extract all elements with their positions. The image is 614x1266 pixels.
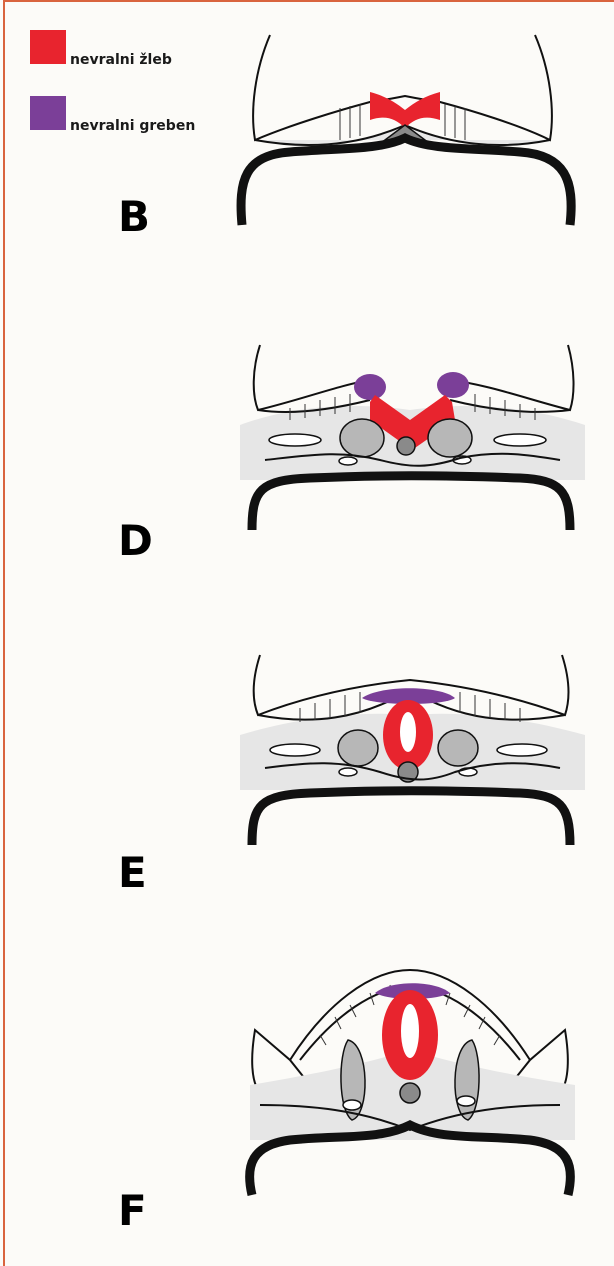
legend-item-neural-crest: nevralni greben bbox=[30, 96, 250, 136]
legend-label-neural-groove: nevralni žleb bbox=[70, 52, 172, 68]
panel-label-e: E bbox=[118, 852, 147, 894]
legend-swatch-neural-crest bbox=[30, 96, 66, 130]
panel-label-f: F bbox=[118, 1190, 147, 1232]
legend: nevralni žleb nevralni greben bbox=[30, 30, 250, 140]
panel-label-d: D bbox=[118, 520, 153, 562]
panel-e-illustration bbox=[230, 650, 610, 850]
legend-swatch-neural-groove bbox=[30, 30, 66, 64]
panel-d-illustration bbox=[230, 340, 610, 540]
legend-item-neural-groove: nevralni žleb bbox=[30, 30, 250, 70]
panel-f-illustration bbox=[230, 965, 610, 1200]
panel-label-b: B bbox=[118, 196, 150, 238]
panel-b-illustration bbox=[230, 30, 610, 230]
legend-label-neural-crest: nevralni greben bbox=[70, 118, 195, 134]
